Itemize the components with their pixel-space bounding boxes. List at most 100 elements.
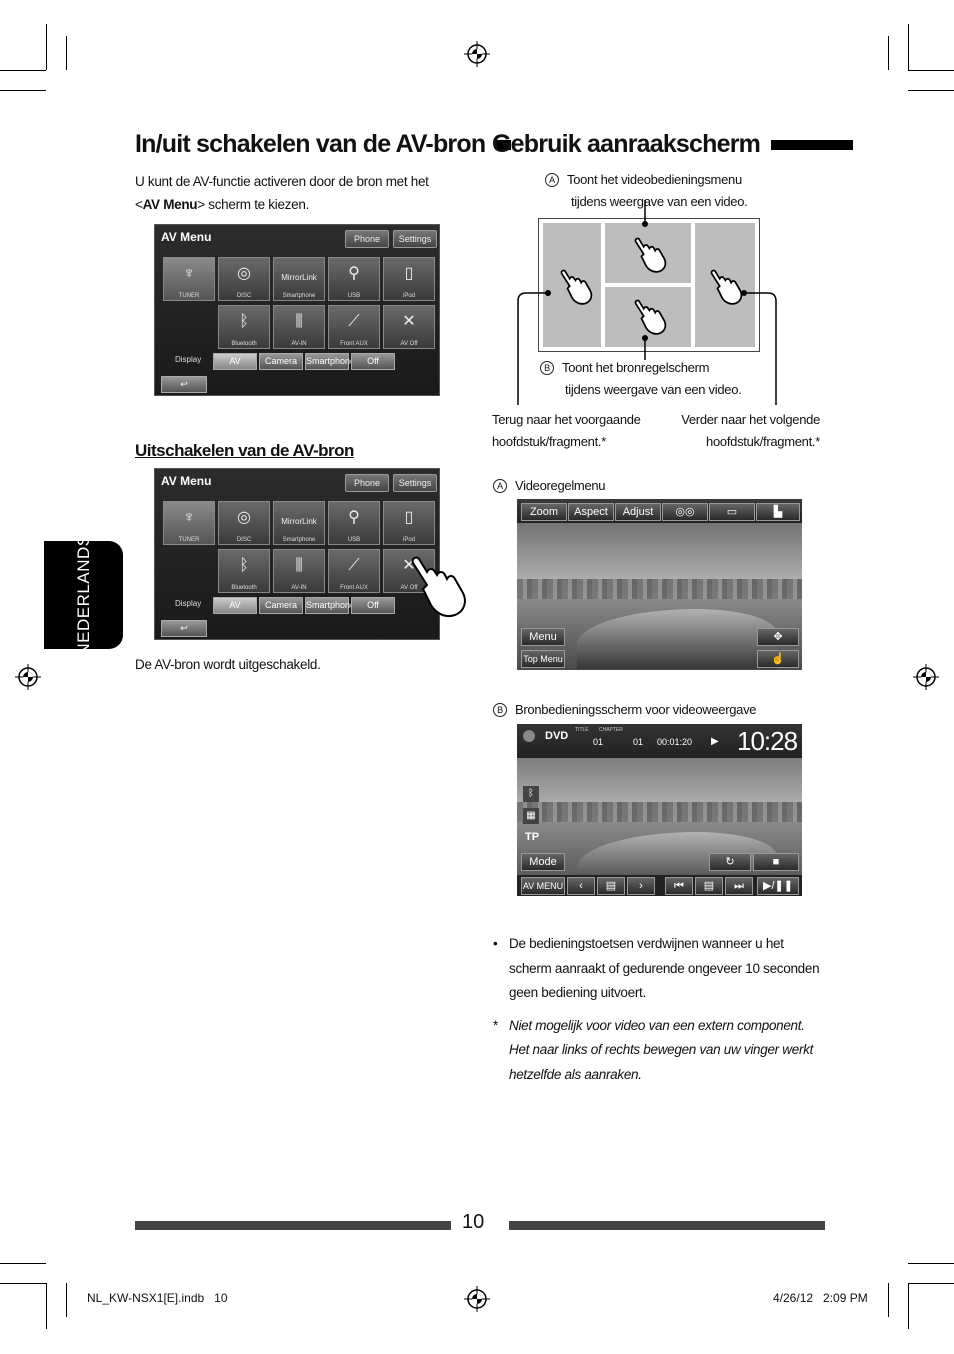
- menu-button[interactable]: Menu: [521, 628, 565, 646]
- a-desc-line2: tijdens weergave van een video.: [571, 194, 748, 209]
- zoom-button[interactable]: Zoom: [521, 503, 567, 521]
- disc-tile[interactable]: ◎DISC: [218, 501, 270, 545]
- angle-button[interactable]: ▙: [756, 503, 800, 521]
- display-label: Display: [175, 355, 202, 364]
- left-heading: In/uit schakelen van de AV-bron: [135, 130, 486, 158]
- av-cable-icon: ⫼: [295, 557, 303, 574]
- chapter-number: 01: [633, 737, 644, 747]
- ipod-icon: ▯: [404, 265, 414, 282]
- list-icon: ▤: [703, 880, 715, 892]
- camera-icon: ▙: [773, 506, 783, 518]
- print-date-info: 4/26/12 2:09 PM: [773, 1291, 868, 1305]
- registration-mark-icon: [15, 664, 41, 690]
- tuner-tile[interactable]: ♆TUNER: [163, 257, 215, 301]
- touch-hand-icon: [710, 269, 743, 305]
- a-desc-line1: Toont het videobedieningsmenu: [567, 172, 742, 187]
- note-text: Niet mogelijk voor video van een extern …: [509, 1017, 814, 1082]
- display-smartphone-button[interactable]: Smartphone: [305, 597, 355, 614]
- display-off-button[interactable]: Off: [351, 353, 395, 370]
- title-list-button[interactable]: ▤: [597, 877, 625, 895]
- source-label: DVD: [545, 730, 569, 742]
- settings-button[interactable]: Settings: [393, 474, 437, 492]
- back-arrow-icon: ↩: [180, 379, 188, 389]
- skip-back-button[interactable]: ⏮: [665, 877, 693, 895]
- chapter-list-button[interactable]: ▤: [695, 877, 723, 895]
- skip-forward-icon: ⏭: [734, 880, 744, 892]
- usb-tile[interactable]: ⚲USB: [328, 501, 380, 545]
- display-av-button[interactable]: AV: [213, 353, 257, 370]
- back-button[interactable]: ↩: [161, 620, 207, 637]
- marker-b: B: [493, 703, 507, 717]
- av-menu-screen-off: AV Menu Phone Settings ♆TUNER ◎DISC Mirr…: [154, 468, 440, 640]
- language-tab: NEDERLANDS: [44, 534, 123, 656]
- av-in-tile[interactable]: ⫼AV-IN: [273, 549, 325, 593]
- next-title-button[interactable]: ›: [627, 877, 655, 895]
- display-off-button[interactable]: Off: [351, 597, 395, 614]
- source-control-screen: DVD TITLE CHAPTER 01 01 00:01:20 ▶ 10:28…: [517, 724, 802, 896]
- phone-icon[interactable]: ᛒ: [523, 786, 539, 802]
- display-label: Display: [175, 599, 202, 608]
- back-button[interactable]: ↩: [161, 376, 207, 393]
- tp-label: TP: [525, 831, 540, 843]
- play-pause-button[interactable]: ▶/❚❚: [757, 877, 799, 895]
- top-menu-button[interactable]: Top Menu: [521, 650, 565, 668]
- close-icon: ✕: [402, 313, 416, 330]
- av-off-tile[interactable]: ✕AV Off: [383, 305, 435, 349]
- video-boat: [577, 609, 777, 669]
- prev-title-button[interactable]: ‹: [567, 877, 595, 895]
- bullet-dot: •: [493, 936, 498, 951]
- subtitle-button[interactable]: ▭: [709, 503, 755, 521]
- registration-mark-icon: [464, 1286, 490, 1312]
- disc-tile[interactable]: ◎DISC: [218, 257, 270, 301]
- tuner-tile[interactable]: ♆TUNER: [163, 501, 215, 545]
- grid-icon[interactable]: ▦: [523, 808, 539, 824]
- audio-button[interactable]: ◎◎: [662, 503, 708, 521]
- registration-mark-icon: [464, 41, 490, 67]
- touch-button[interactable]: ☝: [757, 650, 799, 668]
- footer-bar-right: [509, 1221, 825, 1230]
- display-camera-button[interactable]: Camera: [259, 597, 303, 614]
- heading-marker: [495, 140, 511, 150]
- phone-button[interactable]: Phone: [345, 230, 389, 248]
- front-aux-tile[interactable]: ⟋Front AUX: [328, 549, 380, 593]
- list-icon: ▤: [605, 880, 617, 892]
- aspect-button[interactable]: Aspect: [568, 503, 614, 521]
- av-menu-button[interactable]: AV MENU: [521, 877, 565, 895]
- av-in-tile[interactable]: ⫼AV-IN: [273, 305, 325, 349]
- marker-a: A: [493, 479, 507, 493]
- footer-bar-left: [135, 1221, 451, 1230]
- skip-forward-button[interactable]: ⏭: [725, 877, 753, 895]
- mode-button[interactable]: Mode: [521, 853, 565, 871]
- marker-b: B: [540, 361, 554, 375]
- display-av-button[interactable]: AV: [213, 597, 257, 614]
- info-bar: [517, 724, 802, 758]
- front-aux-tile[interactable]: ⟋Front AUX: [328, 305, 380, 349]
- display-camera-button[interactable]: Camera: [259, 353, 303, 370]
- cursor-button[interactable]: ✥: [757, 628, 799, 646]
- clock: 10:28: [737, 726, 798, 756]
- stop-button[interactable]: ■: [753, 853, 799, 871]
- phone-button[interactable]: Phone: [345, 474, 389, 492]
- av-menu-title: AV Menu: [161, 230, 212, 244]
- elapsed-time: 00:01:20: [657, 737, 693, 747]
- bluetooth-icon: ᛒ: [239, 557, 249, 574]
- intro-line1: U kunt de AV-functie activeren door de b…: [135, 174, 429, 189]
- stop-icon: ■: [772, 856, 780, 868]
- usb-tile[interactable]: ⚲USB: [328, 257, 380, 301]
- ipod-tile[interactable]: ▯iPod: [383, 501, 435, 545]
- marker-a: A: [545, 173, 559, 187]
- repeat-button[interactable]: ↻: [709, 853, 751, 871]
- bullet-text: De bedieningstoetsen verdwijnen wanneer …: [509, 936, 820, 1000]
- skip-back-icon: ⏮: [674, 880, 684, 892]
- settings-button[interactable]: Settings: [393, 230, 437, 248]
- next-line1: Verder naar het volgende: [681, 412, 820, 427]
- ipod-tile[interactable]: ▯iPod: [383, 257, 435, 301]
- display-smartphone-button[interactable]: Smartphone: [305, 353, 355, 370]
- adjust-button[interactable]: Adjust: [615, 503, 661, 521]
- heading-marker: [770, 140, 853, 150]
- prev-line2: hoofdstuk/fragment.*: [492, 434, 606, 449]
